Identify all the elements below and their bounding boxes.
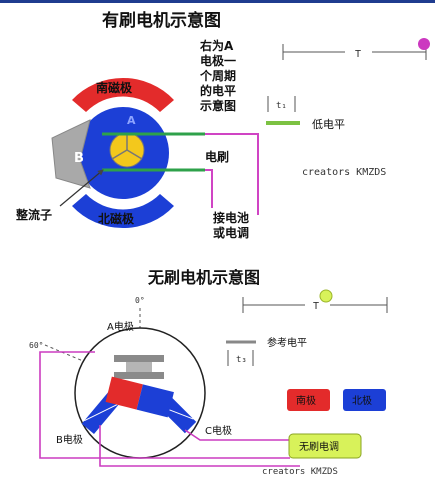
brushless-period-bracket: T bbox=[242, 289, 388, 313]
top-accent-bar bbox=[0, 0, 435, 3]
commutator-pointer bbox=[59, 169, 104, 207]
coil-a bbox=[114, 355, 164, 379]
period-note-line-2: 电极一 bbox=[200, 53, 236, 68]
supply-label-line-2: 或电调 bbox=[213, 225, 249, 240]
south-pole-magnet bbox=[72, 194, 174, 229]
period-label: T bbox=[355, 49, 361, 60]
legend-south-label: 南极 bbox=[296, 394, 316, 407]
rotor-pole-b bbox=[51, 119, 91, 189]
supply-label-line-1: 接电池 bbox=[213, 210, 249, 225]
legend-north-label: 北极 bbox=[352, 394, 372, 407]
period-note-line-5: 示意图 bbox=[199, 98, 236, 113]
period-note: 右为A 电极一 个周期 的电平 示意图 bbox=[199, 38, 236, 113]
legend-north-box bbox=[343, 389, 386, 411]
period-note-line-4: 的电平 bbox=[200, 83, 236, 98]
brushless-title: 无刷电机示意图 bbox=[147, 268, 260, 287]
wire-b bbox=[99, 425, 300, 467]
brushed-title: 有刷电机示意图 bbox=[102, 10, 221, 31]
brushless-controller-label: 无刷电调 bbox=[299, 440, 339, 453]
commutator bbox=[109, 132, 145, 168]
angle-0-label: 0° bbox=[135, 296, 145, 305]
electrode-c-label: C电极 bbox=[205, 424, 232, 437]
wire-positive bbox=[205, 133, 259, 215]
angle-60-label: 60° bbox=[29, 341, 43, 350]
brushless-period-dot bbox=[319, 289, 333, 303]
electrode-a-label: A电极 bbox=[107, 320, 134, 333]
low-level-label: 低电平 bbox=[312, 118, 345, 131]
wire-negative bbox=[205, 169, 213, 208]
wire-a bbox=[39, 351, 290, 459]
brushless-section: 无刷电机示意图 T 参考电平 t₃ 0° 60° A电极 bbox=[29, 268, 388, 477]
ref-level-label: 参考电平 bbox=[267, 336, 307, 349]
pulse-width-label-t3: t₃ bbox=[236, 355, 247, 365]
legend-south-box bbox=[287, 389, 330, 411]
period-note-line-1: 右为A bbox=[199, 38, 234, 53]
pulse-width-mark: t₁ 低电平 bbox=[266, 96, 345, 131]
period-bracket: T bbox=[282, 38, 430, 60]
north-pole-magnet bbox=[72, 77, 174, 112]
north-pole-label: 南磁极 bbox=[96, 80, 133, 95]
rotor-label-a: A bbox=[127, 114, 136, 127]
pulse-width-label: t₁ bbox=[276, 101, 287, 111]
brushless-period-label: T bbox=[313, 301, 319, 312]
brushed-watermark: creators KMZDS bbox=[302, 167, 386, 178]
period-note-line-3: 个周期 bbox=[199, 68, 236, 83]
commutator-label: 整流子 bbox=[15, 207, 52, 222]
rotor-magnet bbox=[105, 376, 174, 418]
period-dot bbox=[418, 38, 430, 50]
rotor-label-b: B bbox=[74, 151, 84, 166]
brushless-controller-box bbox=[288, 433, 362, 459]
wire-c bbox=[184, 429, 290, 441]
brushed-section: 有刷电机示意图 右为A 电极一 个周期 的电平 示意图 T t₁ 低电平 cre… bbox=[15, 10, 430, 240]
electrode-b-label: B电极 bbox=[56, 433, 83, 446]
south-pole-label: 北磁极 bbox=[98, 211, 135, 226]
brushless-watermark: creators KMZDS bbox=[262, 467, 338, 477]
brush-label: 电刷 bbox=[205, 149, 229, 164]
